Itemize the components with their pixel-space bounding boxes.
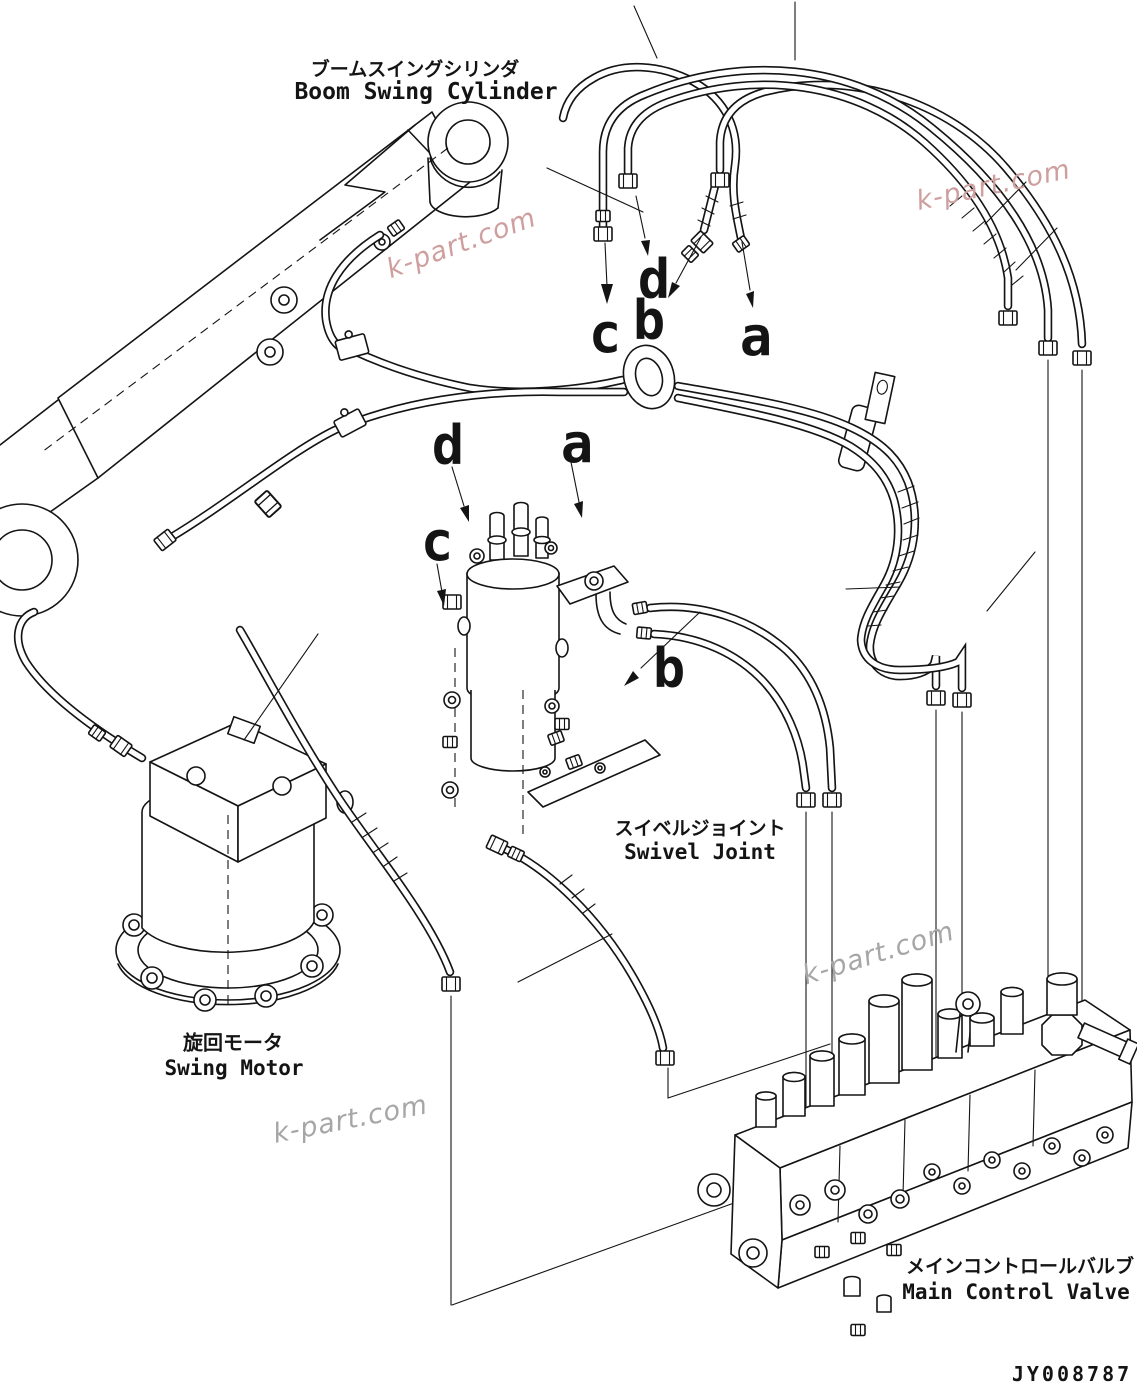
hose-clamp-1	[334, 330, 370, 361]
elbow-fitting-right-1	[1038, 340, 1058, 356]
hose-c-collar	[595, 209, 611, 223]
swivel-hose-fitting-1	[822, 792, 842, 808]
valve-spool-caps	[755, 972, 1137, 1128]
callout-top-d: d	[637, 248, 671, 311]
leader-line	[1015, 227, 1058, 271]
boom-swing-cylinder-drawing	[0, 101, 509, 617]
swivel-joint-label-jp: スイベルジョイント	[614, 817, 786, 840]
hose-b-fitting	[710, 172, 730, 188]
hose-clamp-2	[333, 408, 367, 438]
callout-arrows	[436, 195, 754, 686]
elbow-fitting-right-3	[998, 310, 1018, 326]
swivel-hose-collar-1	[631, 600, 649, 616]
lower-hose-fitting-left	[441, 976, 461, 992]
swing-motor-label-en: Swing Motor	[164, 1056, 304, 1080]
swivel-port-c-fitting	[442, 594, 462, 610]
callout-top-c: c	[588, 302, 622, 365]
main-control-valve-drawing	[697, 972, 1137, 1337]
leader-line	[243, 633, 319, 741]
lower-hose-fitting-end	[655, 1050, 675, 1066]
center-hoses	[152, 230, 1036, 708]
hose-a-fitting	[731, 234, 751, 254]
boom-swing-cylinder-label-en: Boom Swing Cylinder	[294, 79, 558, 105]
swivel-plug-fitting	[442, 735, 458, 749]
spiral-hose-fitting-2	[952, 692, 972, 708]
callout-top-a: a	[739, 305, 773, 368]
boom-port-fitting	[253, 489, 283, 519]
main-control-valve-label-en: Main Control Valve	[902, 1280, 1130, 1304]
leader-line	[984, 181, 1027, 225]
swing-motor-label-jp: 旋回モータ	[183, 1030, 283, 1055]
valve-face-ports	[789, 1069, 1114, 1259]
main-control-valve-label-jp: メインコントロールバルブ	[905, 1255, 1135, 1278]
hose-c-fitting	[593, 226, 613, 242]
swivel-port-b-fitting-1	[554, 717, 570, 731]
banjo-collar	[680, 244, 700, 264]
flange-bolts	[122, 903, 334, 1012]
boom-swing-cylinder-label-jp: ブームスイングシリンダ	[310, 58, 520, 81]
routing-lines	[450, 359, 1083, 1306]
leader-line	[845, 586, 901, 590]
hose-d-fitting	[618, 173, 638, 189]
swivel-hose-fitting-2	[796, 792, 816, 808]
swivel-joint-label-en: Swivel Joint	[624, 840, 776, 864]
callout-swivel-d: d	[431, 414, 465, 477]
leader-line	[986, 551, 1036, 612]
leader-line	[517, 933, 613, 983]
swing-motor-drawing	[14, 607, 461, 1012]
grommet-ring	[622, 344, 676, 410]
spiral-hose-fitting-1	[926, 690, 946, 706]
callout-swivel-b: b	[652, 637, 686, 700]
drawing-number: JY008787	[1011, 1362, 1133, 1386]
swivel-hose-collar-2	[635, 626, 653, 640]
callout-swivel-c: c	[420, 510, 454, 573]
elbow-fitting-right-2	[1072, 350, 1092, 366]
callout-swivel-a: a	[560, 412, 594, 475]
leader-line	[546, 167, 644, 213]
top-hose-bundle	[546, 1, 1092, 366]
valve-bottom-fitting	[850, 1323, 866, 1337]
leader-line	[633, 5, 658, 59]
swivel-joint-drawing	[441, 501, 842, 1066]
callout-top-b: b	[632, 289, 666, 352]
swivel-port-b-fitting-3	[564, 753, 584, 771]
clamp-bracket-plate	[864, 371, 896, 425]
